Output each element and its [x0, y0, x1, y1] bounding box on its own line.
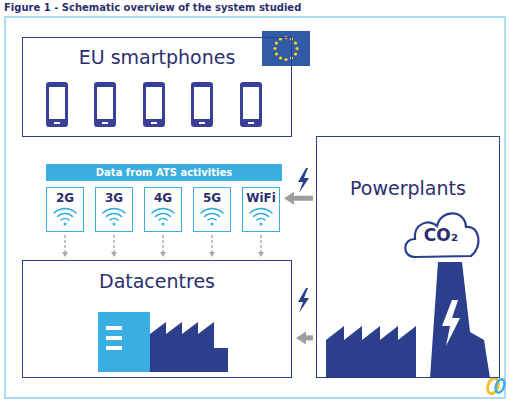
network-box: 5G: [193, 187, 231, 232]
device-box: EU smartphones: [22, 37, 292, 137]
arrow-head: [258, 252, 264, 257]
emission-cloud: CO₂: [399, 201, 483, 263]
arrow-head: [209, 252, 215, 257]
outer-frame: [5, 17, 505, 398]
arrow-head: [284, 192, 294, 205]
lightning-symbol: [298, 168, 309, 313]
smartphone-icons: [46, 82, 262, 127]
datacentre-box: Datacentres: [22, 260, 292, 378]
network-box: 4G: [144, 187, 182, 232]
node-label: 3G: [96, 191, 132, 205]
node-label: Powerplants: [317, 177, 499, 199]
node-label: CO₂: [399, 225, 483, 245]
network-box: 2G: [46, 187, 84, 232]
arrow-head: [62, 252, 68, 257]
arrow-head: [111, 252, 117, 257]
powerplant-factory: [326, 262, 490, 378]
data-flow-arrow: [162, 235, 163, 252]
wifi-icons: [54, 209, 272, 226]
node-label: WiFi: [243, 191, 279, 205]
node-label: 5G: [194, 191, 230, 205]
node-label: Data from ATS activities: [46, 164, 282, 181]
data-flow-arrow: [260, 235, 261, 252]
node-label: EU smartphones: [23, 46, 291, 68]
node-label: 4G: [145, 191, 181, 205]
power-arrow: [306, 335, 313, 340]
network-box: 3G: [95, 187, 133, 232]
arrow-head: [296, 331, 306, 344]
power-arrow: [294, 196, 313, 201]
data-band: Data from ATS activities: [46, 164, 282, 181]
arrow-head: [160, 252, 166, 257]
data-flow-arrow: [64, 235, 65, 252]
node-label: 2G: [47, 191, 83, 205]
powerplant-box: PowerplantsCO₂: [316, 136, 500, 378]
datacentre-building: [98, 312, 228, 372]
publisher-logo: [486, 377, 507, 395]
node-label: Datacentres: [23, 270, 291, 292]
figure-title: Figure 1 - Schematic overview of the sys…: [4, 2, 301, 13]
network-box: WiFi: [242, 187, 280, 232]
data-flow-arrow: [211, 235, 212, 252]
data-flow-arrow: [113, 235, 114, 252]
